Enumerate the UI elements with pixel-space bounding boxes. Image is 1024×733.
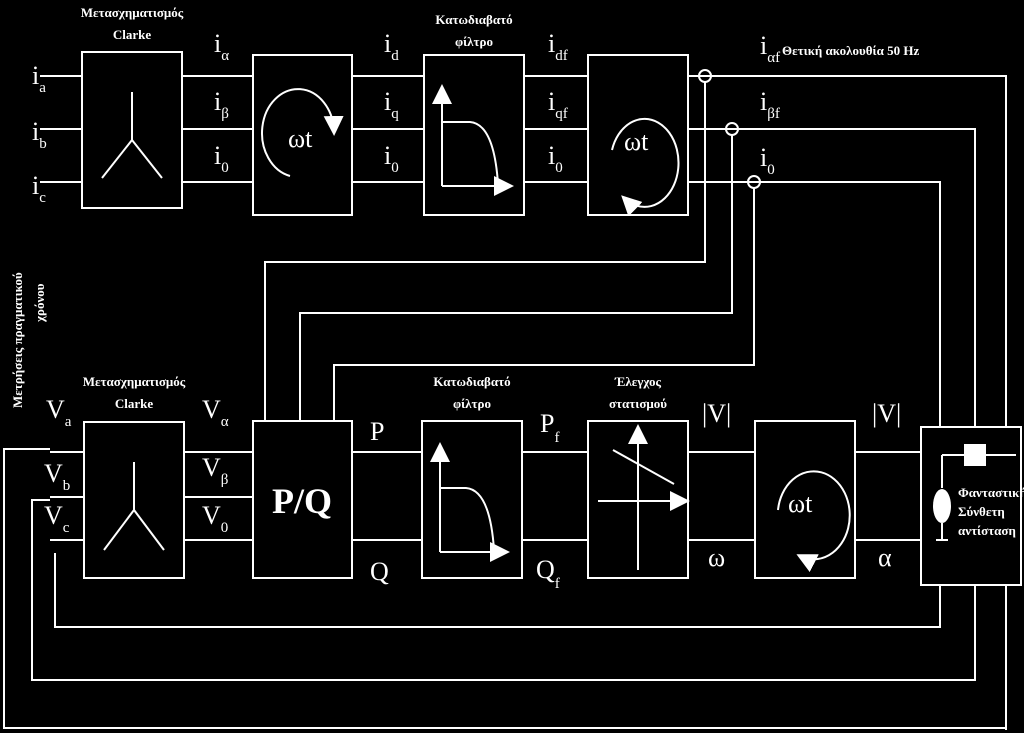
rotation-icon-bottom (777, 470, 851, 573)
lowpass-block-top (423, 54, 525, 216)
filter-label-top-1: Κατωδιαβατό (435, 12, 512, 27)
filter-label-bottom-1: Κατωδιαβατό (433, 374, 510, 389)
v-magnitude-2: |V| (872, 399, 901, 428)
svg-text:V0: V0 (202, 501, 228, 536)
svg-text:i0: i0 (760, 143, 775, 178)
bottom-clarke-output-labels: Vα Vβ V0 (202, 395, 229, 536)
droop-icon (598, 424, 690, 570)
rotation-label-bottom: ωt (788, 489, 813, 518)
droop-label-1: Έλεγχος (614, 374, 662, 389)
svg-text:iα: iα (214, 29, 229, 64)
svg-text:iqf: iqf (548, 87, 568, 122)
svg-text:i0: i0 (548, 141, 563, 176)
pq-block (252, 420, 353, 579)
top-input-labels: ia ib ic (32, 61, 47, 206)
clarke-label-top-1: Μετασχηματισμός (81, 5, 184, 20)
p-label: P (370, 417, 384, 446)
filter-label-top-2: φίλτρο (455, 34, 493, 49)
top-park-output-labels: id iq i0 (384, 29, 399, 176)
svg-text:iβf: iβf (760, 87, 780, 122)
pq-block-label: P/Q (272, 481, 332, 521)
svg-text:ia: ia (32, 61, 46, 96)
clarke-label-bottom-1: Μετασχηματισμός (83, 374, 186, 389)
omega-label: ω (708, 543, 725, 572)
impedance-label-2: Σύνθετη (958, 504, 1005, 519)
lowpass-icon-bottom (430, 442, 510, 562)
impedance-label-3: αντίσταση (958, 523, 1016, 538)
svg-text:Vc: Vc (44, 501, 70, 536)
svg-text:Vα: Vα (202, 395, 229, 430)
side-label: Μετρήσεις πραγματικού (10, 272, 25, 408)
clarke-symbol-top (101, 92, 163, 179)
svg-text:ic: ic (32, 171, 46, 206)
svg-text:ib: ib (32, 117, 47, 152)
rotation-icon-top (261, 88, 344, 177)
rotation-label-top-inverse: ωt (624, 127, 649, 156)
svg-text:iq: iq (384, 87, 399, 122)
svg-text:i0: i0 (384, 141, 399, 176)
pf-label: Pf (540, 409, 559, 446)
droop-label-2: στατισμού (609, 396, 667, 411)
clarke-label-bottom-2: Clarke (115, 396, 154, 411)
filter-label-bottom-2: φίλτρο (453, 396, 491, 411)
impedance-label-1: Φανταστική (958, 485, 1024, 500)
svg-text:idf: idf (548, 29, 568, 64)
qf-label: Qf (536, 555, 560, 592)
rotation-icon-top-inverse (611, 117, 680, 217)
impedance-icons (933, 444, 1016, 541)
bottom-input-labels: Va Vb Vc (44, 395, 72, 536)
feedback-taps (264, 69, 761, 421)
svg-text:χρόνου: χρόνου (32, 283, 47, 323)
integrator-block (754, 420, 856, 579)
top-final-output-labels: iαf iβf i0 (760, 31, 780, 178)
clarke-symbol-bottom (103, 462, 165, 551)
svg-text:Vb: Vb (44, 459, 70, 494)
alpha-label: α (878, 543, 892, 572)
lowpass-icon-top (432, 84, 514, 196)
rotation-label-top: ωt (288, 124, 313, 153)
lowpass-block-bottom (421, 420, 523, 579)
svg-text:Μετρήσεις πραγματικού: Μετρήσεις πραγματικού (10, 272, 25, 408)
park-block-top (252, 54, 353, 216)
top-filter-output-labels: idf iqf i0 (548, 29, 568, 176)
svg-text:iαf: iαf (760, 31, 780, 66)
svg-text:id: id (384, 29, 399, 64)
top-clarke-output-labels: iα iβ i0 (214, 29, 229, 176)
q-label: Q (370, 557, 389, 586)
svg-text:iβ: iβ (214, 87, 229, 122)
svg-text:i0: i0 (214, 141, 229, 176)
svg-text:Va: Va (46, 395, 72, 430)
svg-text:Vβ: Vβ (202, 453, 228, 488)
bottom-signal-lines (3, 448, 1007, 729)
positive-sequence-label: Θετική ακολουθία 50 Hz (782, 43, 919, 58)
side-label-2: χρόνου (32, 283, 47, 323)
v-magnitude-1: |V| (702, 399, 731, 428)
clarke-label-top-2: Clarke (113, 27, 152, 42)
